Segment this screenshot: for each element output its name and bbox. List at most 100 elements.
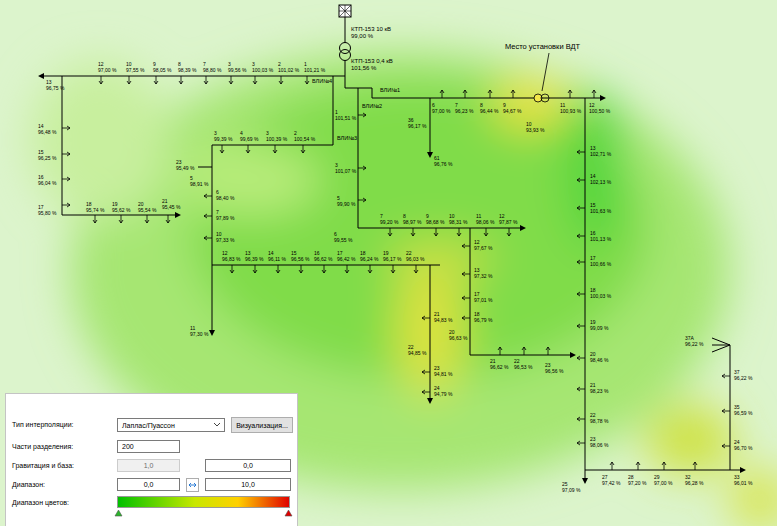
node-number: 9 bbox=[426, 214, 429, 219]
voltage-percent: 102,71 % bbox=[590, 152, 611, 157]
node-number: 19 bbox=[383, 251, 389, 256]
input-field: 0,0 bbox=[117, 478, 180, 491]
voltage-percent: 97,01 % bbox=[474, 298, 492, 303]
voltage-percent: 99,09 % bbox=[590, 326, 608, 331]
swap-icon bbox=[189, 483, 196, 487]
color-range-bar bbox=[118, 497, 290, 508]
node-number: 33 bbox=[734, 475, 740, 480]
voltage-percent: 96,44 % bbox=[480, 109, 498, 114]
field-text: 0,0 bbox=[144, 481, 154, 488]
voltage-percent: 96,11 % bbox=[268, 257, 286, 262]
voltage-percent: 98,05 % bbox=[153, 68, 171, 73]
node-number: 12 bbox=[589, 103, 595, 108]
voltage-percent: 99,00 % bbox=[351, 33, 373, 39]
voltage-percent: 101,56 % bbox=[351, 65, 376, 71]
voltage-percent: 94,79 % bbox=[434, 392, 452, 397]
voltage-percent: 97,67 % bbox=[474, 246, 492, 251]
node-number: 9 bbox=[503, 103, 506, 108]
voltage-percent: 96,76 % bbox=[434, 162, 452, 167]
voltage-percent: 97,33 % bbox=[216, 238, 234, 243]
voltage-percent: 95,62 % bbox=[112, 208, 130, 213]
node-number: 13 bbox=[245, 251, 251, 256]
node-number: 19 bbox=[590, 320, 596, 325]
voltage-percent: 96,25 % bbox=[38, 156, 56, 161]
node-number: 7 bbox=[455, 103, 458, 108]
node-number: 12 bbox=[222, 251, 228, 256]
node-number: 8 bbox=[178, 62, 181, 67]
node-number: 2 bbox=[278, 62, 281, 67]
node-number: 6 bbox=[432, 103, 435, 108]
voltage-percent: 96,79 % bbox=[474, 318, 492, 323]
node-number: 3 bbox=[214, 131, 217, 136]
voltage-percent: 97,87 % bbox=[499, 220, 517, 225]
feeder-name: ВЛИ№1 bbox=[380, 88, 400, 94]
voltage-percent: 97,55 % bbox=[126, 68, 144, 73]
voltage-percent: 98,78 % bbox=[590, 419, 608, 424]
voltage-percent: 95,49 % bbox=[176, 166, 194, 171]
voltage-percent: 100,03 % bbox=[590, 294, 611, 299]
voltage-percent: 95,54 % bbox=[138, 208, 156, 213]
node-number: 17 bbox=[337, 251, 343, 256]
node-number: 14 bbox=[590, 174, 596, 179]
node-number: 10 bbox=[449, 214, 455, 219]
voltage-percent: 96,22 % bbox=[734, 376, 752, 381]
field-label: Диапазон: bbox=[12, 481, 45, 488]
voltage-percent: 98,40 % bbox=[216, 196, 234, 201]
node-number: 27 bbox=[602, 475, 608, 480]
voltage-percent: 100,39 % bbox=[266, 137, 287, 142]
node-number: 18 bbox=[86, 202, 92, 207]
voltage-percent: 96,04 % bbox=[38, 181, 56, 186]
voltage-percent: 101,02 % bbox=[278, 68, 299, 73]
node-number: 17 bbox=[38, 205, 44, 210]
substation-label: КТП-153 0,4 кВ bbox=[351, 58, 393, 64]
voltage-percent: 96,83 % bbox=[222, 257, 240, 262]
feeder-name: ВЛИ№4 bbox=[312, 79, 332, 85]
node-number: 22 bbox=[406, 251, 412, 256]
feeder-name: ВЛИ№2 bbox=[362, 104, 382, 110]
voltage-percent: 98,80 % bbox=[203, 68, 221, 73]
node-number: 7 bbox=[203, 62, 206, 67]
voltage-percent: 100,50 % bbox=[589, 109, 610, 114]
voltage-percent: 97,00 % bbox=[98, 68, 116, 73]
node-number: 19 bbox=[112, 202, 118, 207]
voltage-percent: 101,13 % bbox=[590, 237, 611, 242]
node-number: 22 bbox=[590, 413, 596, 418]
node-number: 14 bbox=[268, 251, 274, 256]
voltage-percent: 96,56 % bbox=[291, 257, 309, 262]
node-number: 15 bbox=[590, 203, 596, 208]
voltage-percent: 94,83 % bbox=[434, 318, 452, 323]
node-number: 11 bbox=[190, 326, 195, 331]
field-text: Лаплас/Пуассон bbox=[122, 422, 175, 429]
node-number: 25 bbox=[562, 482, 568, 487]
voltage-percent: 97,00 % bbox=[654, 481, 672, 486]
node-number: 16 bbox=[314, 251, 320, 256]
transformer-winding bbox=[340, 43, 351, 54]
node-number: 17 bbox=[474, 292, 480, 297]
voltage-percent: 97,89 % bbox=[216, 216, 234, 221]
voltage-percent: 101,63 % bbox=[590, 209, 611, 214]
voltage-percent: 96,03 % bbox=[406, 257, 424, 262]
node-number: 15 bbox=[38, 150, 44, 155]
voltage-percent: 102,13 % bbox=[590, 180, 611, 185]
voltage-percent: 96,24 % bbox=[360, 257, 378, 262]
voltage-percent: 96,53 % bbox=[514, 365, 532, 370]
node-number: 21 bbox=[434, 312, 440, 317]
node-number: 8 bbox=[403, 214, 406, 219]
range-marker bbox=[285, 510, 292, 516]
field-text: 0,0 bbox=[243, 462, 253, 469]
node-number: 3 bbox=[266, 131, 269, 136]
field-label: Гравитация и база: bbox=[12, 462, 74, 469]
voltage-percent: 98,68 % bbox=[426, 220, 444, 225]
node-number: 22 bbox=[408, 345, 414, 350]
node-number: 28 bbox=[628, 475, 634, 480]
voltage-percent: 97,00 % bbox=[432, 109, 450, 114]
node-number: 14 bbox=[38, 124, 44, 129]
node-number: 29 bbox=[654, 475, 660, 480]
callout-leader bbox=[542, 53, 549, 91]
voltage-percent: 96,75 % bbox=[46, 86, 64, 91]
node-number: 23 bbox=[545, 363, 551, 368]
voltage-percent: 96,22 % bbox=[685, 342, 703, 347]
node-number: 22 bbox=[514, 359, 520, 364]
node-number: 61 bbox=[434, 156, 440, 161]
voltage-percent: 97,20 % bbox=[628, 481, 646, 486]
